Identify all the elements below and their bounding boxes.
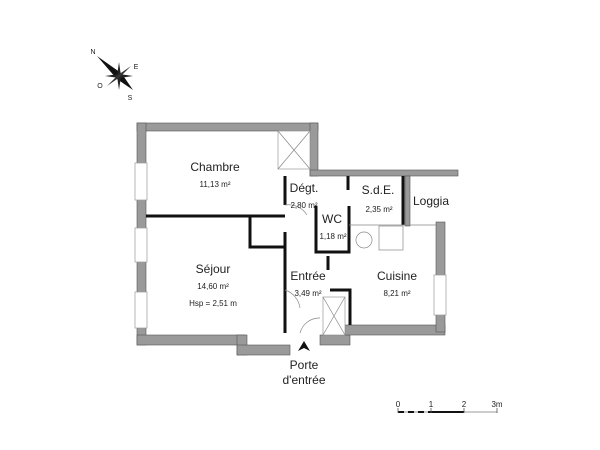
room-name: Chambre [190, 160, 240, 174]
entrance-label-2: d'entrée [283, 373, 326, 387]
room-area: 3,49 m² [294, 289, 321, 298]
room-area: 1,18 m² [319, 232, 346, 241]
room-height: Hsp = 2,51 m [189, 299, 237, 308]
room-chambre: Chambre 11,13 m² [190, 160, 240, 189]
room-sde: S.d.E. 2,35 m² [362, 183, 395, 214]
room-name: Séjour [196, 262, 231, 276]
entrance-label-1: Porte [290, 358, 319, 372]
scale-tick: 0 [396, 400, 401, 409]
room-area: 14,60 m² [197, 282, 229, 291]
room-wc: WC 1,18 m² [319, 212, 346, 241]
room-area: 2,35 m² [365, 205, 392, 214]
scale-tick: 3m [491, 400, 502, 409]
entrance-marker: Porte d'entrée [283, 341, 326, 387]
room-name: Cuisine [377, 269, 417, 283]
windows [134, 130, 447, 336]
scale-tick: 2 [462, 400, 467, 409]
room-entree: Entrée 3,49 m² [290, 269, 326, 298]
compass-n: N [90, 49, 95, 56]
room-area: 8,21 m² [383, 289, 410, 298]
room-area: 11,13 m² [200, 180, 231, 189]
scale-tick: 1 [429, 400, 434, 409]
arrow-up-icon [298, 341, 310, 351]
compass-e: E [134, 64, 139, 71]
interior-walls [146, 176, 436, 334]
room-sejour: Séjour 14,60 m² Hsp = 2,51 m [189, 262, 237, 308]
compass-s: S [128, 95, 133, 102]
room-name: Entrée [290, 269, 326, 283]
room-cuisine: Cuisine 8,21 m² [377, 269, 417, 298]
compass-o: O [97, 83, 103, 90]
room-name: Loggia [413, 194, 449, 208]
room-area: 2,80 m² [290, 201, 317, 210]
compass-rose-icon: N E S O [90, 49, 138, 102]
room-name: Dégt. [290, 181, 319, 195]
room-degagement: Dégt. 2,80 m² [290, 181, 319, 210]
scale-bar: 0 1 2 3m [396, 400, 503, 413]
room-name: S.d.E. [362, 183, 395, 197]
room-name: WC [322, 212, 342, 226]
room-loggia: Loggia [413, 194, 449, 208]
